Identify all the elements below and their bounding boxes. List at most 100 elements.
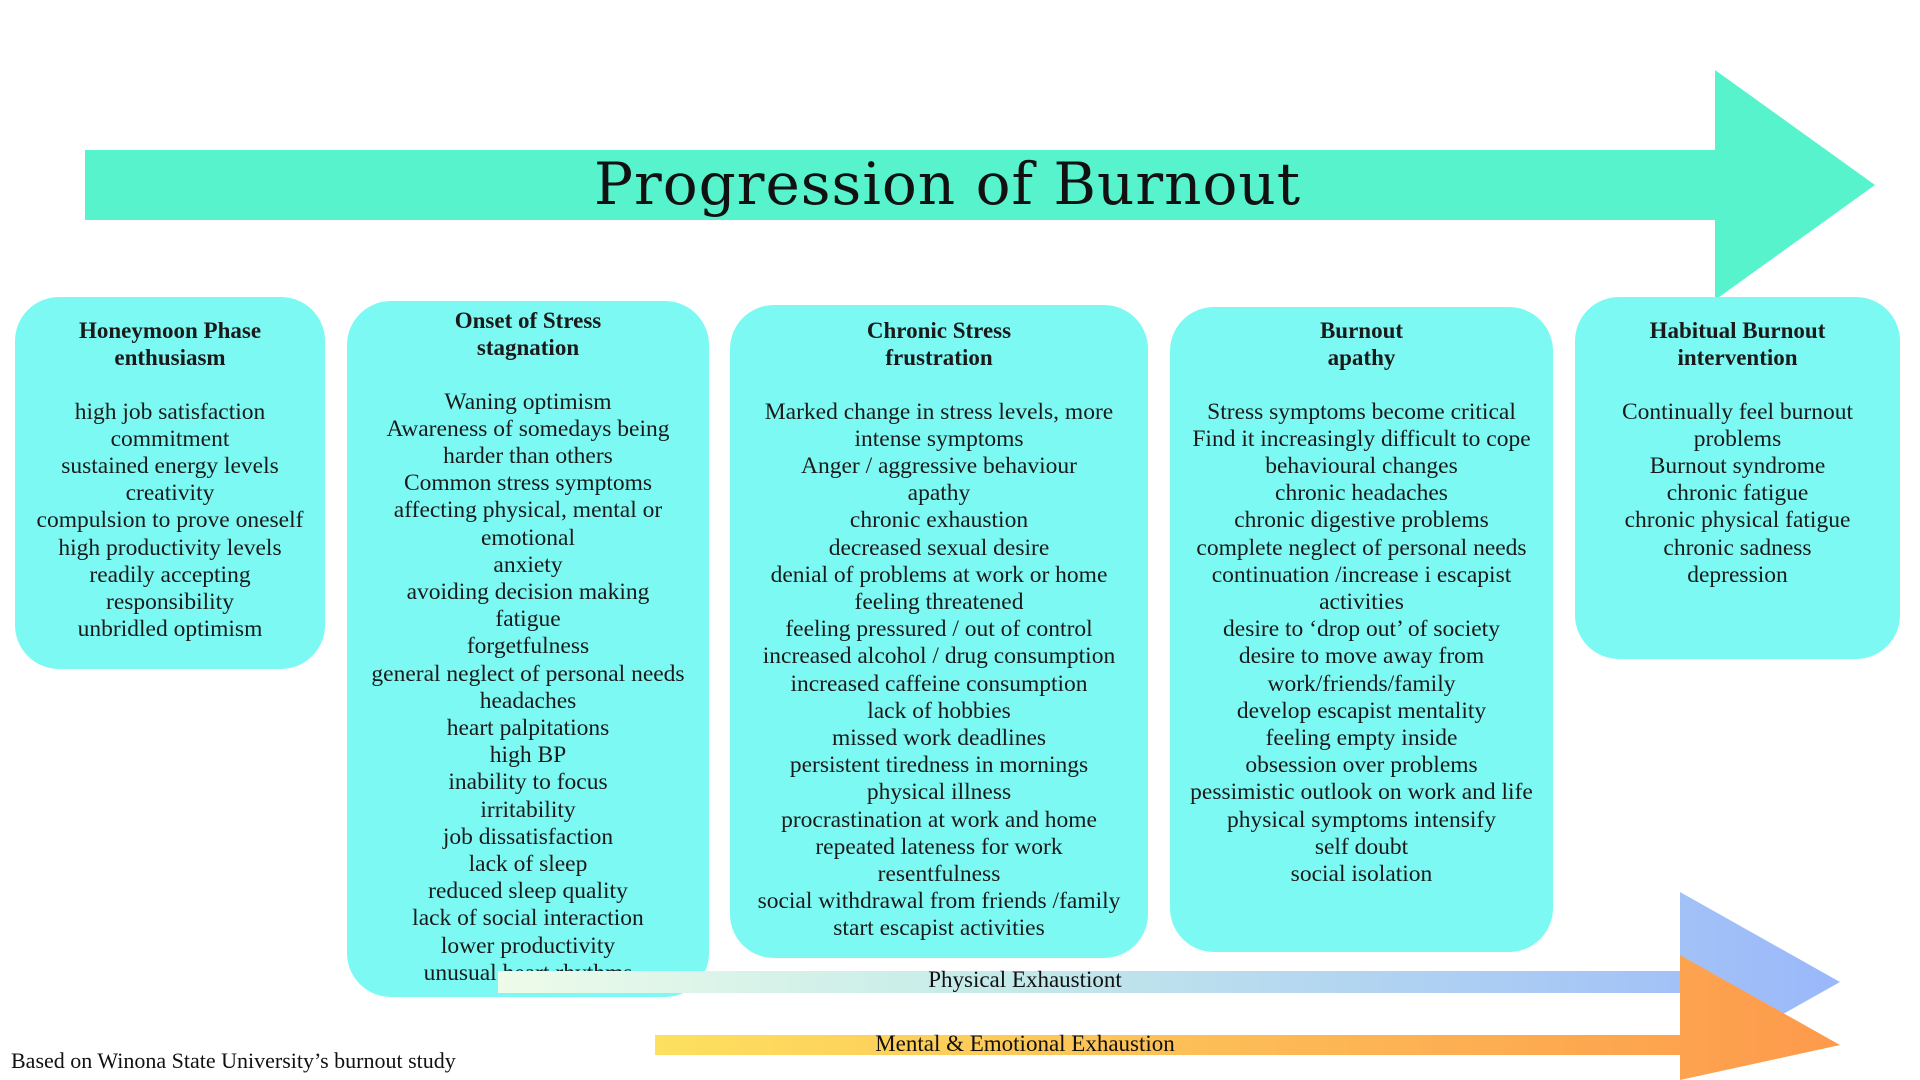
symptom-item: headaches [479,687,577,714]
source-note: Based on Winona State University’s burno… [11,1048,456,1073]
symptom-item: repeated lateness for work [815,833,1063,860]
symptom-item: Find it increasingly difficult to cope [1192,425,1531,452]
physical-exhaustion-label: Physical Exhaustiont [928,967,1122,992]
stage-symptom-list: Stress symptoms become critical Find it … [1170,399,1553,889]
symptom-item: start escapist activities [833,915,1045,942]
symptom-item: decreased sexual desire [828,534,1050,561]
symptom-item: apathy [907,480,971,507]
stage-phase-title: Burnout [1319,318,1404,343]
stage-symptom-list: Continually feel burnout problems Burnou… [1575,399,1900,589]
symptom-item: general neglect of personal needs [371,660,685,687]
stage-card-burnout: Burnout apathy Stress symptoms become cr… [1170,307,1553,952]
symptom-item: desire to ‘drop out’ of society [1223,616,1500,643]
progression-arrow [85,70,1875,300]
progression-arrow-shape [85,70,1875,300]
physical-exhaustion-arrow [498,892,1840,1072]
symptom-item: Awareness of somedays being [386,415,670,442]
symptom-item: harder than others [443,443,613,469]
symptom-item: Anger / aggressive behaviour [800,453,1078,479]
stage-state-title: enthusiasm [114,345,226,371]
symptom-item: lower productivity [440,932,616,959]
symptom-item: resentfulness [877,861,1001,888]
stage-state-title: frustration [885,345,993,371]
symptom-item: physical illness [866,779,1012,806]
symptom-item: irritability [480,796,576,823]
symptom-item: increased caffeine consumption [790,670,1088,697]
stage-symptom-list: Marked change in stress levels, more int… [730,399,1148,943]
symptom-item: feeling empty inside [1265,725,1458,752]
symptom-item: Common stress symptoms [403,470,653,497]
symptom-item: avoiding decision making [406,579,650,606]
stage-phase-title: Habitual Burnout [1649,318,1826,343]
symptom-item: lack of hobbies [867,697,1011,724]
symptom-item: high productivity levels [58,534,282,561]
symptom-item: Burnout syndrome [1649,453,1826,479]
stage-card-chronic-stress: Chronic Stress frustration Marked change… [730,305,1148,958]
symptom-item: reduced sleep quality [428,878,628,905]
stage-state-title: stagnation [476,335,580,361]
symptom-item: depression [1687,561,1788,588]
symptom-item: emotional [481,524,575,551]
symptom-item: missed work deadlines [831,725,1047,752]
symptom-item: social isolation [1290,861,1433,888]
symptom-item: self doubt [1314,833,1409,860]
symptom-item: chronic exhaustion [849,507,1029,534]
symptom-item: chronic digestive problems [1234,507,1489,534]
stage-phase-title: Chronic Stress [866,318,1012,343]
stage-state-title: apathy [1327,345,1396,371]
symptom-item: social withdrawal from friends /family [757,888,1121,915]
stage-state-title: intervention [1677,345,1798,371]
symptom-item: affecting physical, mental or [393,497,663,524]
symptom-item: feeling pressured / out of control [785,616,1093,643]
symptom-item: increased alcohol / drug consumption [762,643,1116,670]
symptom-item: high BP [489,742,567,769]
mental-exhaustion-label: Mental & Emotional Exhaustion [875,1031,1175,1056]
symptom-item: anxiety [493,551,563,578]
symptom-item: behavioural changes [1265,453,1458,479]
symptom-item: lack of social interaction [412,905,644,932]
symptom-item: forgetfulness [466,633,590,660]
stage-card-honeymoon: Honeymoon Phase enthusiasm high job sati… [15,297,325,669]
symptom-item: inability to focus [448,769,608,796]
symptom-item: chronic fatigue [1666,480,1809,507]
symptom-item: work/friends/family [1267,670,1456,697]
symptom-item: sustained energy levels [61,453,279,479]
stage-card-onset-of-stress: Onset of Stress stagnation Waning optimi… [347,301,709,997]
stage-symptom-list: Waning optimism Awareness of somedays be… [347,389,709,987]
symptom-item: chronic sadness [1663,534,1812,561]
symptom-item: fatigue [495,606,561,633]
symptom-item: denial of problems at work or home [770,561,1108,588]
stage-card-habitual-burnout: Habitual Burnout intervention Continuall… [1575,297,1900,659]
symptom-item: develop escapist mentality [1236,697,1487,724]
symptom-item: heart palpitations [446,715,610,742]
symptom-item: procrastination at work and home [781,806,1097,833]
symptom-item: desire to move away from [1238,643,1485,670]
symptom-item: activities [1319,589,1404,616]
symptom-item: Waning optimism [444,388,612,415]
symptom-item: unbridled optimism [77,616,263,643]
stage-symptom-list: high job satisfaction commitment sustain… [15,399,325,644]
symptom-item: complete neglect of personal needs [1196,534,1527,561]
symptom-item: obsession over problems [1245,752,1478,779]
stage-phase-title: Onset of Stress [454,308,602,333]
symptom-item: Marked change in stress levels, more [764,398,1114,425]
symptom-item: physical symptoms intensify [1227,806,1496,833]
symptom-item: lack of sleep [468,851,588,878]
symptom-item: Stress symptoms become critical [1207,398,1516,425]
symptom-item: compulsion to prove oneself [36,507,304,534]
symptom-item: high job satisfaction [74,398,266,425]
symptom-item: job dissatisfaction [442,823,614,850]
page-title: Progression of Burnout [593,150,1302,218]
symptom-item: chronic headaches [1275,480,1448,507]
symptom-item: intense symptoms [854,425,1024,452]
mental-exhaustion-arrow [655,955,1840,1080]
symptom-item: Continually feel burnout [1621,398,1854,425]
exhaustion-arrows [498,892,1840,1080]
symptom-item: problems [1693,425,1782,452]
symptom-item: readily accepting [89,561,251,588]
symptom-item: responsibility [106,589,234,616]
stage-phase-title: Honeymoon Phase [78,318,262,343]
symptom-item: creativity [125,480,215,507]
symptom-item: chronic physical fatigue [1624,507,1851,534]
symptom-item: continuation /increase i escapist [1211,561,1512,588]
